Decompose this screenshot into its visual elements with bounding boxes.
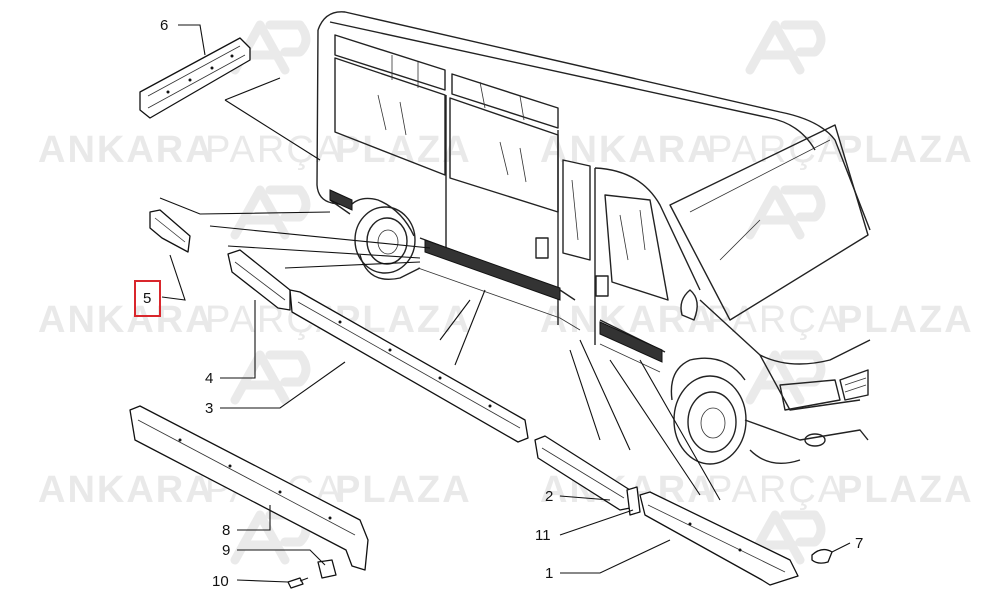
- callout-6[interactable]: 6: [160, 17, 168, 34]
- part-6-trim: [139, 37, 251, 119]
- part-4-molding: [227, 249, 291, 311]
- callout-3[interactable]: 3: [205, 400, 213, 417]
- callout-10[interactable]: 10: [212, 573, 229, 590]
- part-10-screw: [287, 577, 309, 589]
- callout-7[interactable]: 7: [855, 535, 863, 552]
- callout-2[interactable]: 2: [545, 488, 553, 505]
- part-8-rocker: [129, 405, 369, 571]
- cab: [594, 124, 871, 411]
- callout-11[interactable]: 11: [535, 527, 551, 544]
- watermark-word: PARÇA: [707, 299, 845, 341]
- watermark-row-2: ANKARA PARÇA PLAZA ANKARA PARÇA PLAZA: [38, 299, 974, 341]
- watermark-logo: [230, 20, 826, 565]
- part-3-molding: [289, 289, 529, 443]
- watermark-word: PARÇA: [707, 129, 845, 171]
- callout-5-highlight: [134, 280, 161, 317]
- watermark-word: ANKARA: [38, 299, 215, 341]
- part-5-end-cap: [149, 209, 191, 253]
- van-illustration: [316, 11, 871, 465]
- watermark-word: ANKARA: [38, 129, 215, 171]
- van-strip-front: [599, 321, 663, 363]
- front-wheel: [670, 357, 747, 465]
- side-windows: [334, 34, 559, 213]
- watermark-word: PLAZA: [837, 299, 974, 341]
- watermark-word: PLAZA: [335, 469, 472, 511]
- watermark-word: PLAZA: [837, 129, 974, 171]
- van-strip-rear: [329, 189, 353, 211]
- callout-9[interactable]: 9: [222, 542, 230, 559]
- front-end: [744, 369, 869, 464]
- watermark-row-3: ANKARA PARÇA PLAZA ANKARA PARÇA PLAZA: [38, 469, 974, 511]
- watermark-word: ANKARA: [38, 469, 215, 511]
- watermark-word: PLAZA: [837, 469, 974, 511]
- exploded-leaders: [159, 77, 721, 501]
- watermark-word: PARÇA: [707, 469, 845, 511]
- callout-8[interactable]: 8: [222, 522, 230, 539]
- callout-1[interactable]: 1: [545, 565, 553, 582]
- van-rear-edge: [316, 29, 353, 207]
- callout-labels: 6 5 4 3 8 9 10 2 11 1 7: [134, 17, 863, 590]
- part-11-joint: [626, 486, 641, 516]
- part-7-cap: [811, 548, 833, 564]
- watermark-layer: ANKARA PARÇA PLAZA ANKARA PARÇA PLAZA AN…: [38, 20, 974, 565]
- watermark-word: PARÇA: [205, 129, 343, 171]
- part-1-molding: [639, 491, 799, 586]
- rear-wheel: [354, 206, 421, 280]
- part-9-clip: [317, 559, 337, 579]
- callout-4[interactable]: 4: [205, 370, 213, 387]
- watermark-row-1: ANKARA PARÇA PLAZA ANKARA PARÇA PLAZA: [38, 129, 974, 171]
- callout-leaders: [161, 24, 851, 583]
- watermark-word: ANKARA: [540, 129, 717, 171]
- callout-5[interactable]: 5: [143, 290, 151, 307]
- van-strip-mid: [424, 239, 561, 301]
- van-roof: [317, 11, 871, 231]
- watermark-word: PLAZA: [335, 129, 472, 171]
